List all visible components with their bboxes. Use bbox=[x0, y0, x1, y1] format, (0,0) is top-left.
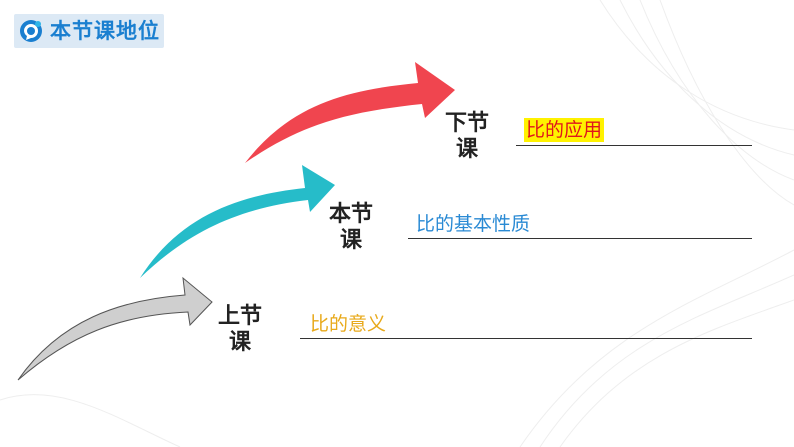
next-lesson-underline bbox=[516, 145, 752, 146]
next-arrow bbox=[245, 62, 455, 163]
chat-bubble-logo-icon bbox=[20, 20, 42, 42]
current-lesson-underline bbox=[408, 238, 752, 239]
current-lesson-label: 本节课 bbox=[328, 202, 373, 253]
section-header: 本节课地位 bbox=[14, 14, 164, 48]
current-lesson-topic: 比的基本性质 bbox=[416, 213, 531, 235]
next-lesson-topic: 比的应用 bbox=[524, 118, 605, 142]
current-arrow bbox=[140, 165, 335, 278]
previous-lesson-underline bbox=[300, 338, 752, 339]
previous-lesson-label: 上节课 bbox=[217, 304, 262, 355]
previous-arrow bbox=[17, 276, 213, 381]
page-title: 本节课地位 bbox=[50, 19, 160, 43]
next-lesson-label: 下节课 bbox=[444, 111, 489, 162]
previous-lesson-topic: 比的意义 bbox=[310, 313, 387, 335]
